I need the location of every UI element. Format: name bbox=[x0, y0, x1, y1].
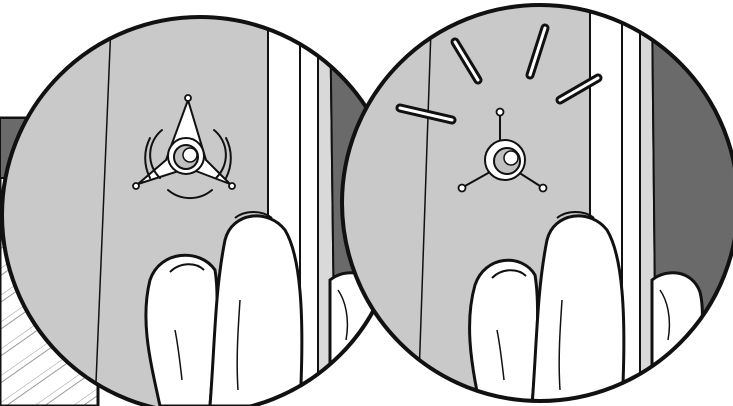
vibration-arcs-icon bbox=[144, 129, 232, 200]
right-magnified-panel bbox=[340, 3, 733, 403]
button-icon bbox=[457, 107, 548, 193]
button-icon bbox=[132, 94, 236, 190]
